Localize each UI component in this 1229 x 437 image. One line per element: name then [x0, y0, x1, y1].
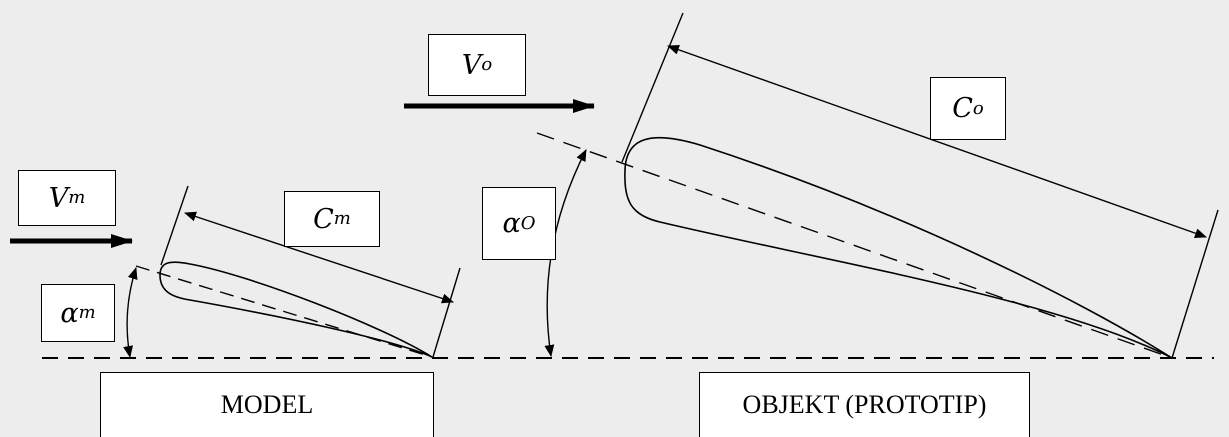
- chord-line-object: [536, 132, 1173, 359]
- airfoil-object: [624, 137, 1173, 359]
- label-chord-object-main: C: [952, 93, 973, 124]
- chord-extension-object-right: [1171, 209, 1219, 359]
- chord-extension-object-left: [621, 12, 684, 163]
- caption-object-text: OBJEKT (PROTOTIP): [742, 390, 987, 419]
- chord-dimension-object: [667, 44, 1207, 239]
- label-angle-model-sub: m: [78, 302, 96, 323]
- label-chord-object-sub: o: [972, 97, 984, 119]
- airfoil-model: [159, 261, 433, 358]
- chord-extension-model-right: [432, 267, 461, 358]
- label-angle-object-main: α: [502, 208, 521, 239]
- caption-model-text: MODEL: [220, 390, 314, 419]
- label-velocity-model-main: V: [48, 182, 69, 214]
- label-chord-model-sub: m: [333, 208, 351, 229]
- label-velocity-object-sub: o: [481, 54, 493, 75]
- angle-arc-model: [123, 267, 138, 358]
- caption-model: MODEL: [100, 372, 434, 437]
- label-chord-model-main: C: [313, 203, 334, 235]
- label-velocity-object-main: V: [461, 49, 482, 81]
- label-angle-object-sub: O: [520, 212, 536, 234]
- label-angle-model-main: α: [60, 297, 79, 329]
- label-velocity-model-sub: m: [68, 187, 86, 208]
- chord-extension-model-left: [160, 185, 189, 266]
- caption-object: OBJEKT (PROTOTIP): [699, 372, 1030, 437]
- chord-dimension-model: [184, 211, 454, 304]
